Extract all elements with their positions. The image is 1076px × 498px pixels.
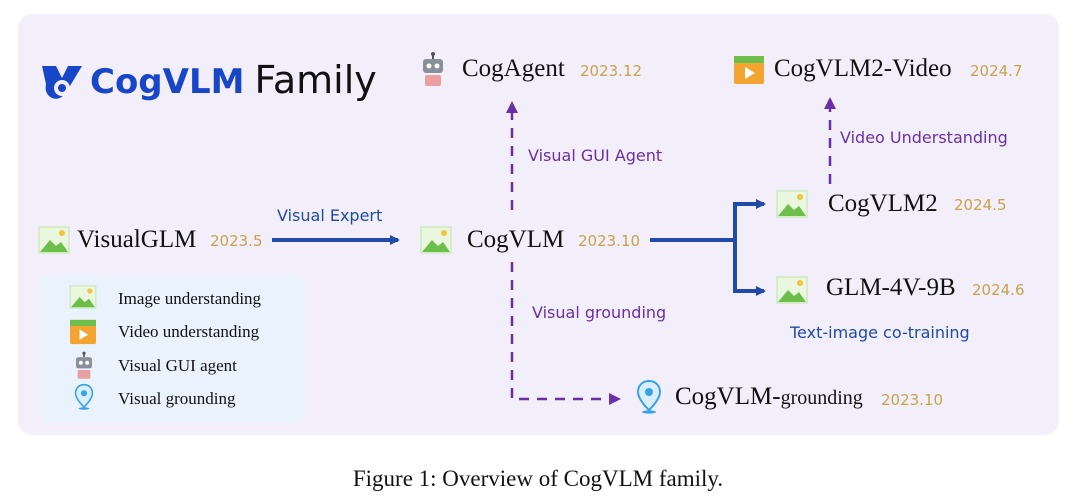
arrow-visual-grounding xyxy=(510,262,621,405)
legend-label: Visual grounding xyxy=(118,389,236,408)
label-text-image-cotraining: Text-image co-training xyxy=(790,323,970,342)
image-icon xyxy=(68,285,98,314)
title-brand: CogVLM xyxy=(90,62,245,102)
image-icon xyxy=(38,226,70,259)
robot-icon xyxy=(418,52,448,93)
label-visual-grounding: Visual grounding xyxy=(532,303,667,322)
label-visual-expert: Visual Expert xyxy=(277,206,383,225)
label-video-understanding: Video Understanding xyxy=(840,128,1008,147)
node-cogvlm2: CogVLM2 xyxy=(828,190,938,217)
date-cogvlm2: 2024.5 xyxy=(954,196,1007,214)
location-pin-icon xyxy=(636,379,662,419)
label-visual-gui-agent: Visual GUI Agent xyxy=(528,146,663,165)
figure-caption: Figure 1: Overview of CogVLM family. xyxy=(352,466,724,491)
robot-icon xyxy=(72,351,96,386)
image-icon xyxy=(776,276,808,309)
date-cogvlm: 2023.10 xyxy=(578,232,641,250)
date-cogvlm2-video: 2024.7 xyxy=(970,62,1023,80)
video-icon xyxy=(733,55,765,90)
date-glm4v: 2024.6 xyxy=(972,281,1025,299)
node-grounding: CogVLM-grounding xyxy=(675,383,863,411)
grounding-name-sub: grounding xyxy=(780,387,863,409)
legend-box: Image understanding Video understanding … xyxy=(40,275,305,423)
title-suffix: Family xyxy=(254,58,377,102)
location-pin-icon xyxy=(74,383,94,416)
legend-label: Image understanding xyxy=(118,289,262,308)
image-icon xyxy=(420,226,452,259)
grounding-name-main: CogVLM- xyxy=(675,383,781,410)
legend-label: Video understanding xyxy=(118,322,260,341)
date-visualglm: 2023.5 xyxy=(210,232,263,250)
image-icon xyxy=(776,190,808,223)
node-cogagent: CogAgent xyxy=(462,55,565,82)
node-cogvlm: CogVLM xyxy=(467,226,565,253)
node-visualglm: VisualGLM xyxy=(77,226,197,253)
node-glm4v: GLM-4V-9B xyxy=(826,274,956,301)
video-icon xyxy=(68,319,98,350)
node-cogvlm2-video: CogVLM2-Video xyxy=(774,55,952,82)
page-title: CogVLM Family xyxy=(90,58,377,102)
date-grounding: 2023.10 xyxy=(881,391,944,409)
legend-label: Visual GUI agent xyxy=(118,356,237,375)
logo-icon xyxy=(36,58,88,113)
date-cogagent: 2023.12 xyxy=(580,62,643,80)
